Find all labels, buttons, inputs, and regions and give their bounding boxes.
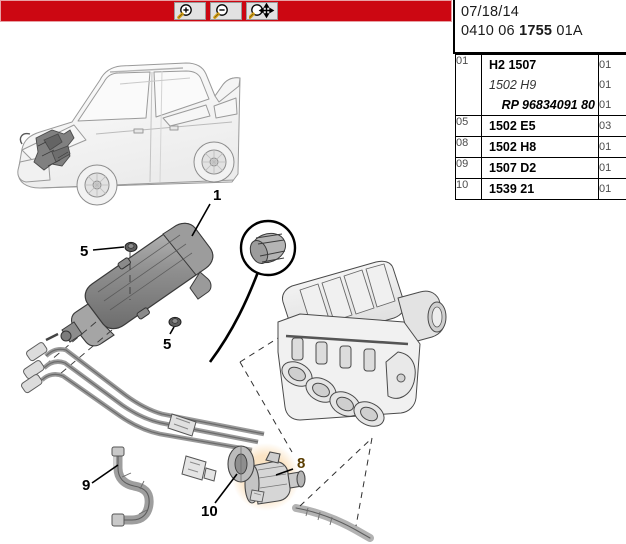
document-date: 07/18/14 — [461, 4, 520, 20]
table-row[interactable]: 08 1502 H8 01 — [455, 136, 626, 158]
row-description: 1539 21 — [481, 178, 599, 200]
row-index: 08 — [455, 136, 482, 158]
charcoal-canister — [45, 222, 214, 347]
quantity-value: 01 — [599, 59, 612, 71]
reference-suffix: 01A — [556, 23, 583, 39]
row-description: H2 1507 1502 H9 RP 96834091 80 — [481, 54, 599, 116]
row-quantity: 01 — [598, 136, 626, 158]
magnifier-plus-icon — [177, 3, 203, 19]
reference-code: 1755 — [519, 23, 553, 39]
quantity-value: 01 — [599, 162, 612, 174]
zoom-in-button[interactable] — [174, 2, 206, 20]
part-reference: 1502 H9 — [489, 78, 537, 92]
table-row[interactable]: 10 1539 21 01 — [455, 178, 626, 200]
row-index: 05 — [455, 115, 482, 137]
document-reference: 0410 06 1755 01A — [461, 22, 626, 41]
quantity-value: 01 — [599, 141, 612, 153]
quantity-value: 01 — [599, 79, 612, 91]
part-reference: RP 96834091 80 — [501, 98, 595, 112]
callout-5-lower: 5 — [163, 336, 171, 353]
pipe-guides — [299, 437, 373, 527]
vapour-hose — [111, 446, 154, 527]
table-row[interactable]: 05 1502 E5 03 — [455, 115, 626, 137]
viewer-toolbar — [0, 0, 452, 22]
vehicle-wheels — [76, 141, 235, 206]
magnifier-move-icon — [249, 3, 275, 19]
row-index: 10 — [455, 178, 482, 200]
detail-magnifier — [208, 219, 297, 363]
quantity-value: 01 — [599, 99, 612, 111]
quantity-value: 01 — [599, 183, 612, 195]
engine-bay-component — [19, 129, 75, 171]
table-row[interactable]: 01 H2 1507 1502 H9 RP 96834091 80 01 01 01 — [455, 54, 626, 116]
parts-diagram: 1 5 5 8 9 10 — [0, 22, 452, 544]
row-index: 01 — [455, 54, 482, 116]
pan-button[interactable] — [246, 2, 278, 20]
fastener-upper — [124, 241, 138, 253]
callout-9: 9 — [82, 477, 90, 494]
part-reference: 1507 D2 — [489, 161, 537, 175]
fastener-lower — [168, 316, 182, 328]
alignment-guides — [43, 251, 131, 375]
magnifier-minus-icon — [213, 3, 239, 19]
row-quantity: 01 01 01 — [598, 54, 626, 116]
callout-10: 10 — [201, 503, 218, 520]
connector-pipe — [292, 504, 374, 542]
zoom-out-button[interactable] — [210, 2, 242, 20]
reference-prefix: 0410 06 — [461, 23, 515, 39]
row-index: 09 — [455, 157, 482, 179]
callout-8: 8 — [297, 455, 305, 472]
callout-5-upper: 5 — [80, 243, 88, 260]
document-header: 07/18/14 0410 06 1755 01A — [453, 0, 626, 54]
row-description: 1507 D2 — [481, 157, 599, 179]
valve-grommet — [227, 445, 265, 503]
engine-group-guides — [239, 337, 293, 453]
callout-leaders — [91, 203, 294, 504]
callout-1: 1 — [213, 187, 221, 204]
row-quantity: 01 — [598, 178, 626, 200]
quantity-value: 03 — [599, 120, 612, 132]
row-description: 1502 H8 — [481, 136, 599, 158]
part-reference: 1539 21 — [489, 182, 535, 196]
part-reference: 1502 E5 — [489, 119, 536, 133]
row-quantity: 01 — [598, 157, 626, 179]
intake-manifold-assembly — [277, 260, 447, 427]
table-row[interactable]: 09 1507 D2 01 — [455, 157, 626, 179]
vapour-lines — [21, 342, 265, 482]
part-reference: H2 1507 — [489, 58, 537, 72]
diagram-svg: 1 5 5 8 9 10 — [17, 62, 447, 542]
vehicle-illustration — [17, 62, 241, 189]
row-description: 1502 E5 — [481, 115, 599, 137]
row-quantity: 03 — [598, 115, 626, 137]
part-reference: 1502 H8 — [489, 140, 537, 154]
